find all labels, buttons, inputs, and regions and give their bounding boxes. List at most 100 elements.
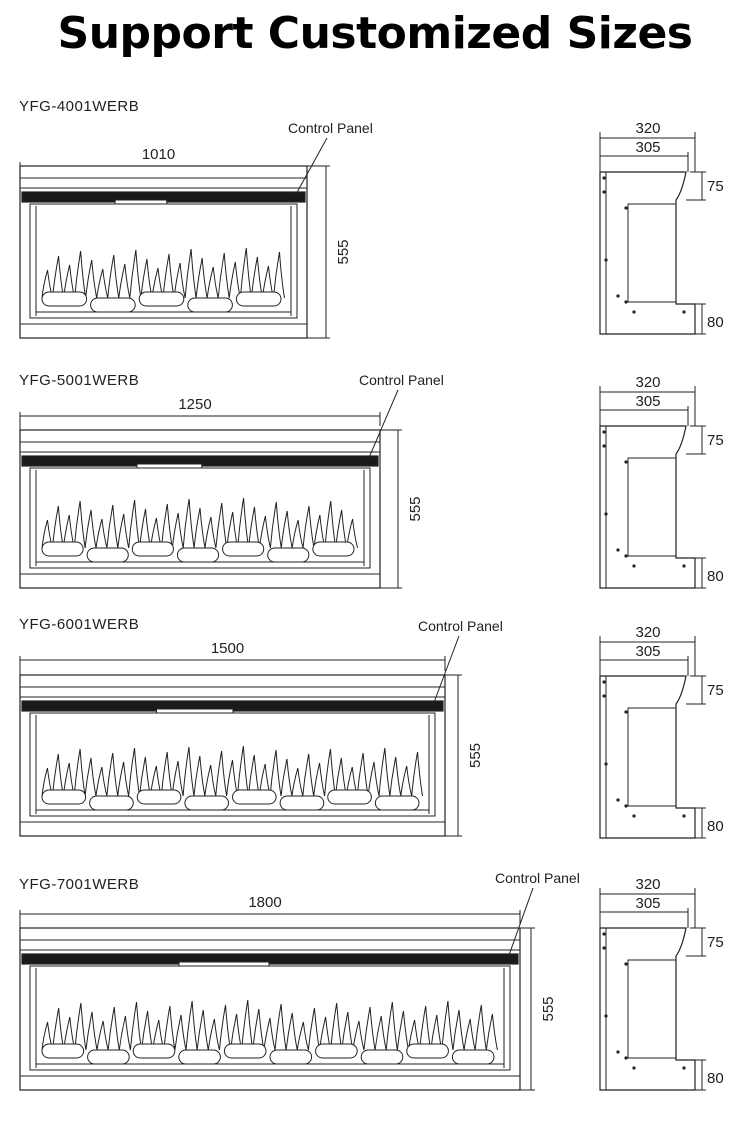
side-body — [599, 675, 696, 839]
center-tab — [178, 961, 270, 967]
screw-dot — [602, 946, 606, 950]
log-shape — [86, 547, 129, 563]
log-shape — [41, 541, 84, 557]
log-shape — [176, 547, 220, 563]
log-shape — [132, 1043, 176, 1059]
height-dimension-value: 555 — [335, 239, 352, 264]
depth-inner-value: 305 — [635, 643, 660, 660]
model-name: YFG-4001WERB — [19, 98, 140, 115]
bottom-height-value: 80 — [707, 818, 724, 835]
side-body — [599, 171, 696, 335]
control-panel-label: Control Panel — [359, 372, 444, 388]
depth-total-value: 320 — [635, 624, 660, 641]
screw-dot — [604, 258, 608, 262]
depth-total-value: 320 — [635, 374, 660, 391]
fireplace-drawing: 1250 555 320 305 75 80 — [19, 374, 724, 589]
screw-dot — [624, 206, 628, 210]
bottom-height-value: 80 — [707, 568, 724, 585]
log-shape — [279, 795, 325, 811]
top-height-value: 75 — [707, 432, 724, 449]
bottom-height-value: 80 — [707, 1070, 724, 1087]
log-shape — [187, 297, 233, 313]
control-panel-label: Control Panel — [418, 618, 503, 634]
model-name: YFG-7001WERB — [19, 876, 140, 893]
width-dimension-value: 1250 — [178, 396, 211, 413]
log-shape — [41, 789, 87, 805]
screw-dot — [616, 548, 620, 552]
front-frame — [19, 674, 446, 837]
log-shape — [178, 1049, 221, 1065]
log-shape — [90, 297, 136, 313]
log-illustration — [41, 291, 282, 313]
screw-dot — [616, 798, 620, 802]
log-shape — [41, 1043, 85, 1059]
log-shape — [136, 789, 182, 805]
side-view: 320 305 75 80 — [599, 374, 724, 589]
depth-total-value: 320 — [635, 876, 660, 893]
log-illustration — [41, 789, 420, 811]
glass-panel — [29, 203, 298, 319]
side-body — [599, 425, 696, 589]
screw-dot — [632, 814, 636, 818]
height-dimension-value: 555 — [407, 496, 424, 521]
control-panel-leader — [432, 635, 460, 706]
center-tab — [156, 708, 234, 714]
control-panel-leader — [507, 887, 534, 959]
flame-illustration — [41, 999, 498, 1051]
screw-dot — [624, 460, 628, 464]
log-shape — [267, 547, 310, 563]
center-tab — [136, 463, 203, 469]
screw-dot — [632, 1066, 636, 1070]
screw-dot — [624, 710, 628, 714]
log-shape — [87, 1049, 130, 1065]
screw-dot — [624, 1056, 628, 1060]
screw-dot — [624, 962, 628, 966]
log-shape — [131, 541, 174, 557]
screw-dot — [602, 694, 606, 698]
side-inner-box — [627, 203, 677, 303]
model-name: YFG-6001WERB — [19, 616, 140, 633]
screw-dot — [602, 190, 606, 194]
control-panel-leader — [367, 389, 399, 461]
height-dimension-value: 555 — [540, 996, 557, 1021]
log-shape — [222, 541, 265, 557]
page-title: Support Customized Sizes — [57, 8, 693, 59]
front-frame — [19, 927, 521, 1091]
log-shape — [451, 1049, 495, 1065]
screw-dot — [604, 512, 608, 516]
log-shape — [89, 795, 134, 811]
log-shape — [315, 1043, 358, 1059]
log-shape — [312, 541, 355, 557]
width-dimension-value: 1800 — [248, 894, 281, 911]
screw-dot — [602, 444, 606, 448]
width-dimension-value: 1010 — [142, 146, 175, 163]
top-height-value: 75 — [707, 934, 724, 951]
width-dimension-value: 1500 — [211, 640, 244, 657]
log-shape — [269, 1049, 313, 1065]
side-body — [599, 927, 696, 1091]
screw-dot — [604, 762, 608, 766]
side-inner-box — [627, 457, 677, 557]
screw-dot — [602, 430, 606, 434]
depth-inner-value: 305 — [635, 139, 660, 156]
screw-dot — [604, 1014, 608, 1018]
control-panel-label: Control Panel — [288, 120, 373, 136]
flame-illustration — [41, 497, 359, 549]
log-shape — [327, 789, 372, 805]
flame-outline — [41, 497, 359, 549]
screw-dot — [632, 310, 636, 314]
depth-inner-value: 305 — [635, 393, 660, 410]
screw-dot — [624, 300, 628, 304]
log-shape — [41, 291, 88, 307]
top-height-value: 75 — [707, 682, 724, 699]
front-frame — [19, 429, 381, 589]
